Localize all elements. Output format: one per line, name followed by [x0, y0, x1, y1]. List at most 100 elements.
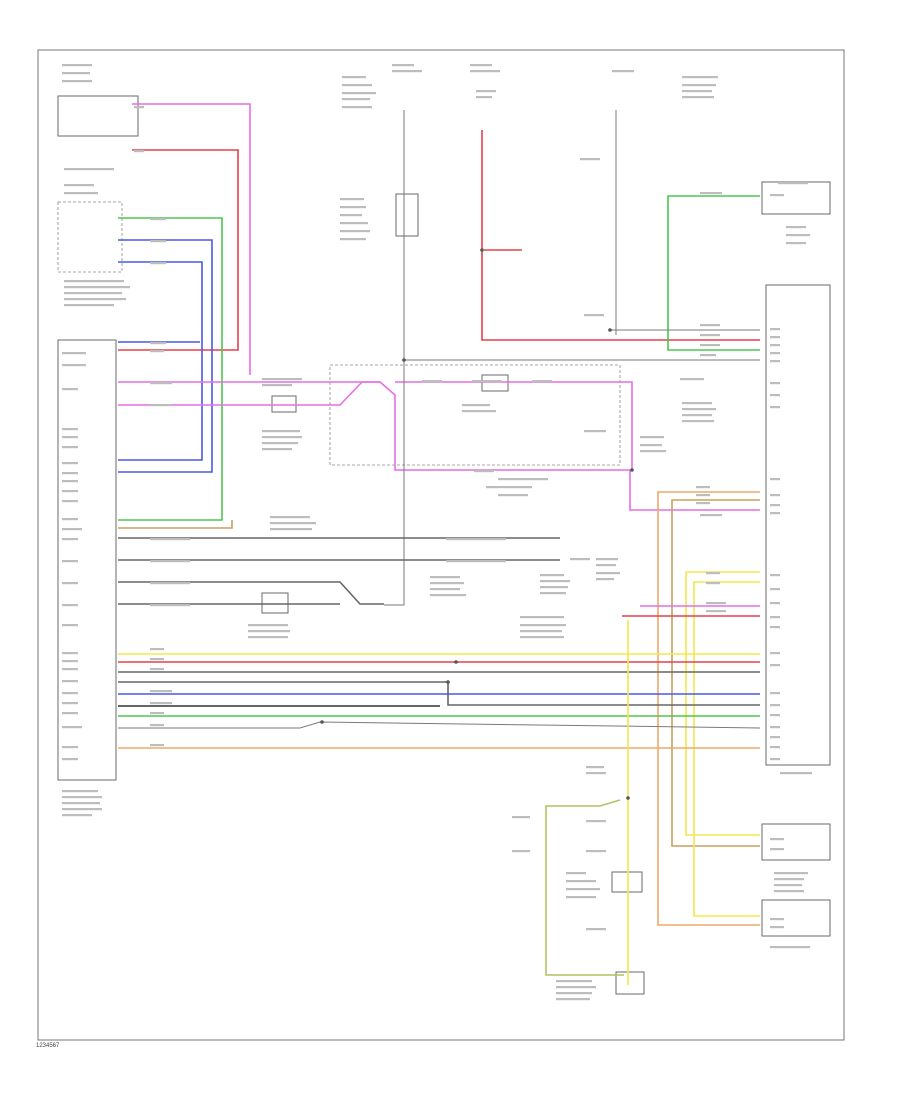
label-mark: [682, 420, 714, 423]
label-marks: [62, 64, 812, 1001]
wire-tan-left: [118, 520, 233, 529]
label-mark: [62, 446, 78, 449]
label-mark: [566, 872, 586, 875]
label-mark: [472, 380, 502, 383]
label-mark: [570, 558, 590, 561]
label-mark: [342, 76, 366, 79]
upper-relay-center: [395, 193, 419, 237]
label-mark: [770, 394, 780, 397]
right-lower-connector-a: [761, 823, 831, 861]
label-mark: [446, 560, 506, 563]
splice-node-6: [446, 680, 450, 684]
wire-green-right: [667, 195, 760, 351]
label-mark: [62, 808, 102, 811]
label-mark: [150, 350, 164, 353]
label-mark: [770, 848, 784, 851]
label-mark: [700, 334, 720, 337]
label-mark: [512, 816, 530, 819]
label-mark: [696, 486, 710, 489]
label-mark: [556, 980, 592, 983]
wire-red-top: [118, 149, 239, 351]
label-mark: [270, 516, 310, 519]
label-mark: [640, 444, 662, 447]
label-mark: [770, 344, 780, 347]
label-mark: [62, 490, 78, 493]
splice-node-5: [454, 660, 458, 664]
label-mark: [520, 630, 562, 633]
label-mark: [62, 462, 78, 465]
wire-group: [118, 103, 761, 985]
label-mark: [770, 746, 780, 749]
label-mark: [64, 184, 94, 187]
label-mark: [62, 758, 78, 761]
label-mark: [62, 388, 78, 391]
wire-red-right: [481, 130, 760, 341]
label-mark: [64, 168, 114, 171]
label-mark: [64, 286, 130, 289]
label-mark: [340, 206, 366, 209]
label-mark: [462, 410, 496, 413]
label-mark: [150, 382, 172, 385]
label-mark: [64, 192, 98, 195]
label-mark: [586, 928, 606, 931]
label-mark: [150, 218, 166, 221]
label-mark: [596, 564, 616, 567]
label-mark: [446, 538, 506, 541]
wire-blue-left-b: [118, 261, 203, 461]
label-mark: [556, 998, 590, 1001]
label-mark: [586, 772, 606, 775]
label-mark: [340, 198, 364, 201]
label-mark: [422, 380, 442, 383]
label-mark: [342, 92, 376, 95]
label-mark: [474, 470, 494, 473]
label-mark: [770, 360, 780, 363]
label-mark: [62, 668, 78, 671]
label-mark: [770, 406, 780, 409]
label-mark: [696, 494, 710, 497]
wire-blue-left-a: [118, 239, 213, 473]
label-mark: [774, 878, 804, 881]
label-mark: [770, 714, 780, 717]
label-mark: [62, 796, 102, 799]
wire-black-c: [118, 581, 384, 605]
label-mark: [682, 96, 714, 99]
label-mark: [786, 226, 806, 229]
label-mark: [62, 352, 86, 355]
label-mark: [430, 588, 460, 591]
label-mark: [62, 500, 78, 503]
label-mark: [586, 766, 604, 769]
label-mark: [770, 504, 780, 507]
label-mark: [62, 702, 78, 705]
label-mark: [566, 888, 600, 891]
label-mark: [682, 414, 712, 417]
top-right-sensor-box: [761, 181, 831, 215]
label-mark: [62, 814, 92, 817]
upper-relay-left: [271, 395, 297, 413]
bottom-sensor-box: [615, 971, 645, 995]
label-mark: [700, 324, 720, 327]
label-mark: [540, 580, 570, 583]
label-mark: [498, 494, 528, 497]
label-mark: [62, 560, 78, 563]
wire-gray-vert-a: [384, 110, 405, 606]
center-relay-box: [329, 364, 621, 466]
label-mark: [770, 704, 780, 707]
right-control-module: [765, 284, 831, 766]
wire-olive-loop: [545, 799, 624, 976]
label-mark: [580, 158, 600, 161]
label-mark: [248, 636, 288, 639]
label-mark: [778, 182, 808, 185]
label-mark: [150, 538, 190, 541]
label-mark: [700, 514, 722, 517]
top-left-switch-box: [57, 95, 139, 137]
label-mark: [270, 528, 312, 531]
label-mark: [62, 528, 82, 531]
label-mark: [62, 726, 82, 729]
label-mark: [340, 222, 368, 225]
label-mark: [770, 626, 780, 629]
label-mark: [770, 918, 784, 921]
label-mark: [262, 442, 298, 445]
label-mark: [520, 616, 564, 619]
footer-code: 1234567: [36, 1043, 60, 1049]
label-mark: [770, 758, 780, 761]
